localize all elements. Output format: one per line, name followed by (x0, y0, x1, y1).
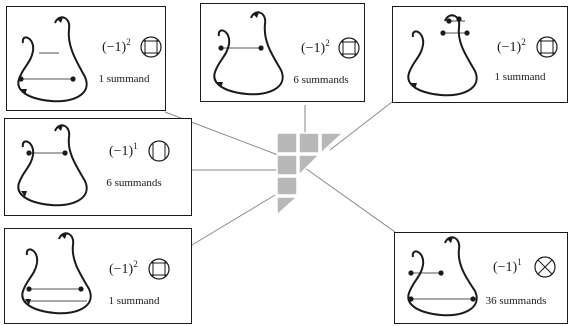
sign-factor: (−1)1 (109, 141, 138, 159)
knot-diagram (21, 232, 92, 315)
knot-diagram (213, 11, 284, 96)
knot-diagram (17, 16, 88, 103)
connector-line (191, 194, 276, 246)
sign-factor: (−1)1 (493, 257, 522, 275)
summand-count: 6 summands (106, 177, 162, 189)
connector-line (329, 101, 393, 151)
connector-line (304, 167, 396, 233)
grid-cell (298, 154, 321, 177)
knot-diagram (407, 14, 478, 97)
grid-cell (276, 154, 298, 176)
panel-1: (−1)2 1 summand (6, 6, 166, 111)
knot-diagram (407, 236, 478, 317)
grid-cell (276, 176, 298, 196)
sign-factor: (−1)2 (497, 37, 526, 55)
chord-diagram-icon (534, 256, 556, 278)
summand-count: 1 summand (98, 73, 150, 85)
chord-diagram-icon (140, 36, 162, 58)
chord-diagram-icon (536, 36, 558, 58)
sign-factor: (−1)2 (109, 259, 138, 277)
grid-cell (298, 132, 320, 154)
grid-cell (320, 132, 345, 155)
panel-6: (−1)1 36 summands (394, 232, 568, 324)
summand-count: 1 summand (108, 295, 160, 307)
panel-5: (−1)2 1 summand (4, 228, 192, 324)
panel-3: (−1)2 1 summand (392, 6, 568, 103)
chord-diagram-icon (148, 258, 170, 280)
panel-4: (−1)1 6 summands (4, 118, 192, 216)
summand-count: 1 summand (494, 71, 546, 83)
chord-diagram-icon (148, 140, 170, 162)
grid-cell (276, 196, 299, 217)
sign-factor: (−1)2 (301, 38, 330, 56)
panel-2: (−1)2 6 summands (200, 3, 365, 102)
knot-diagram (17, 124, 88, 207)
sign-factor: (−1)2 (102, 37, 131, 55)
chord-diagram-icon (338, 37, 360, 59)
grid-cell (276, 132, 298, 154)
summand-count: 6 summands (293, 74, 349, 86)
summand-count: 36 summands (485, 295, 547, 307)
